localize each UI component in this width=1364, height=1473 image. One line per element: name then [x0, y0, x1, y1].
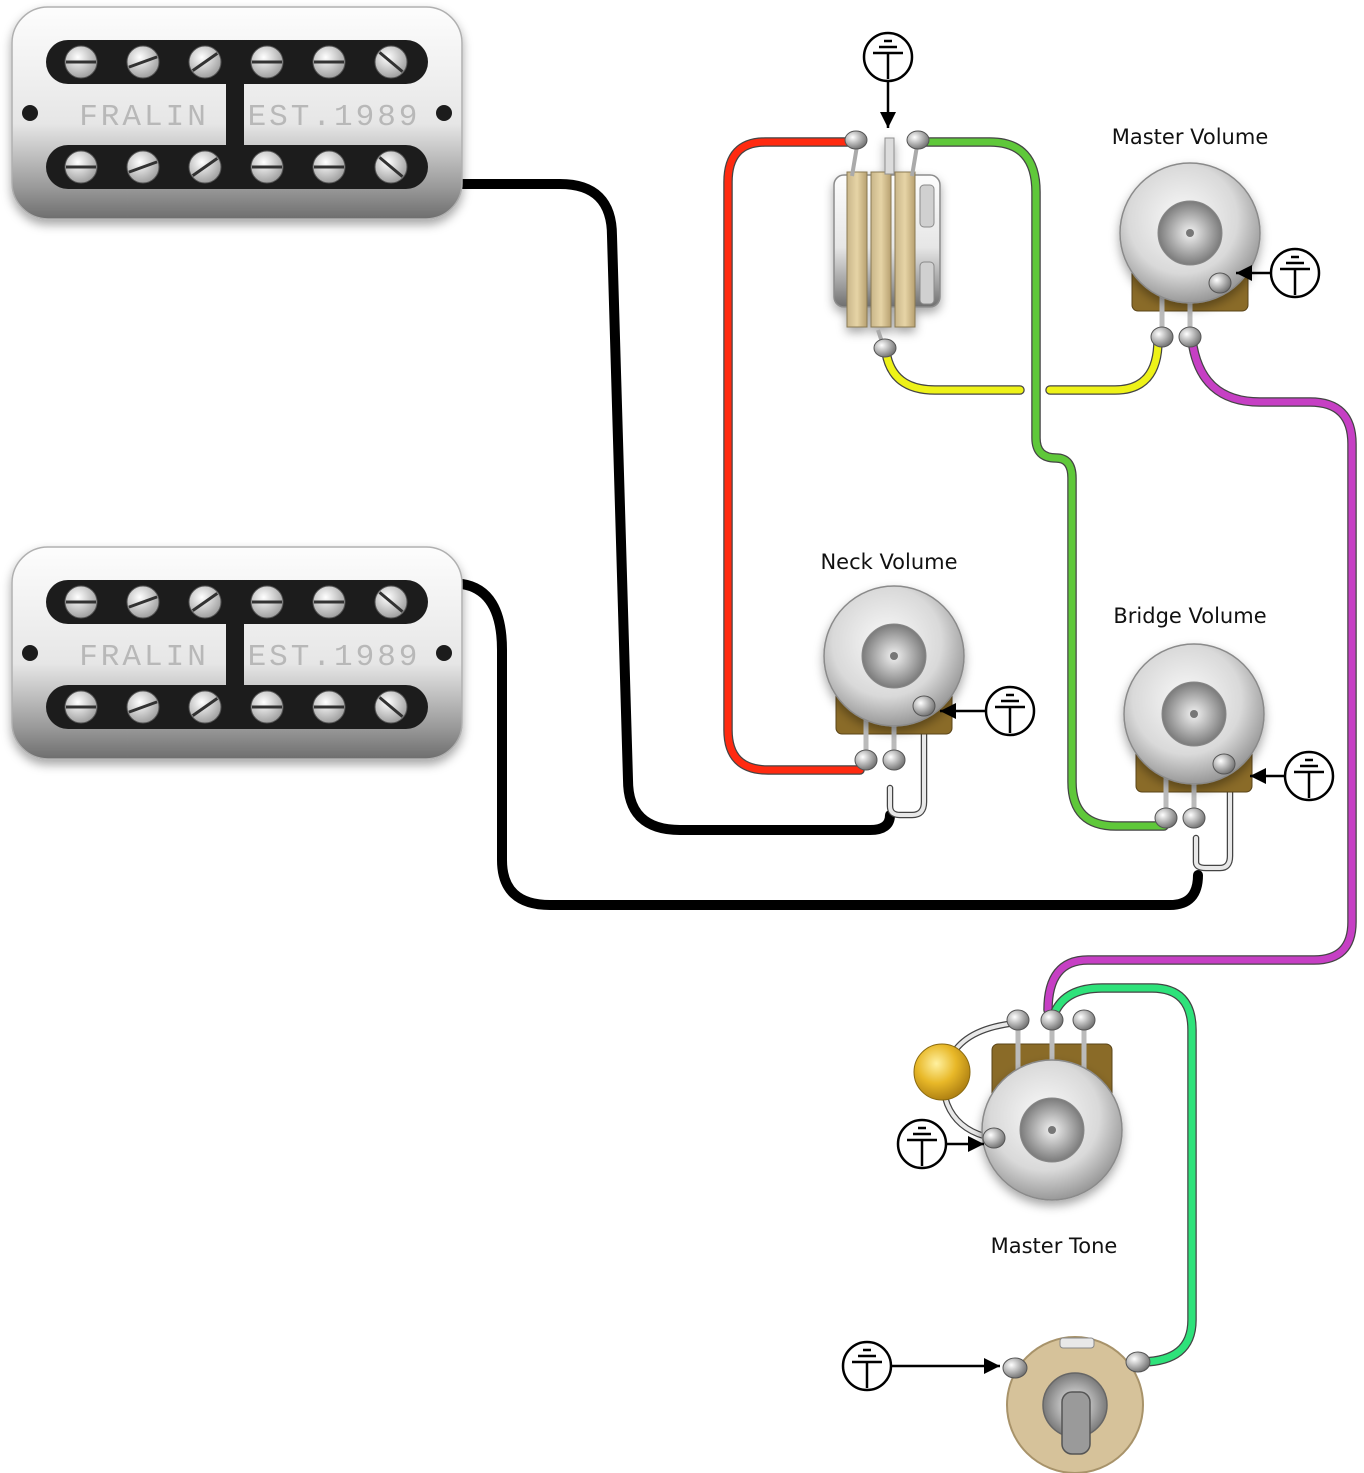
switch-lug-left	[844, 130, 868, 150]
pot-lug-2	[1178, 326, 1202, 348]
switch-lug-right	[906, 130, 930, 150]
ground-arrowhead	[968, 1136, 984, 1152]
pickup-bridge: FRALIN EST.1989	[11, 546, 463, 760]
output-jack-icon	[1002, 1336, 1151, 1473]
pole-piece-bar	[46, 580, 428, 624]
ground-arrowhead	[880, 112, 896, 128]
neck-volume-label: Neck Volume	[820, 550, 957, 574]
pole-screw-slot	[378, 696, 404, 718]
jack-top-tab	[1059, 1337, 1095, 1349]
pole-piece-bar	[46, 685, 428, 729]
mount-hole	[436, 105, 452, 121]
pickup-est-text: EST.1989	[248, 100, 421, 135]
master-volume-to-tone-wire	[1044, 336, 1356, 1014]
pickup-neck: FRALIN EST.1989	[11, 6, 463, 220]
neck-pickup-hot-wire	[457, 179, 895, 835]
mount-hole	[436, 645, 452, 661]
neck-volume-jumper-wire	[888, 712, 926, 817]
pole-screw-slot	[128, 55, 158, 69]
pot-lug-1	[1154, 807, 1178, 829]
pot-lug	[1072, 1009, 1096, 1031]
pole-piece-bar	[46, 40, 428, 84]
pot-lug-2	[882, 749, 906, 771]
pole-screw-slot	[378, 51, 404, 73]
switch-stack-mid	[870, 171, 892, 328]
bridge-volume-jumper-wire	[1194, 766, 1232, 870]
switch-to-master-volume-wire	[882, 348, 1024, 394]
pot-center	[1186, 229, 1194, 237]
wires	[457, 137, 1357, 1367]
pole-screw-slot	[191, 592, 219, 612]
master-tone-pot	[981, 1009, 1123, 1201]
pole-piece-bar	[46, 145, 428, 189]
switch-to-neck-volume-wire	[724, 138, 864, 774]
ground-symbol-icon	[896, 1118, 984, 1170]
pole-screw-slot	[191, 52, 219, 72]
pot-center	[1048, 1126, 1056, 1134]
switch-tip-right	[919, 261, 935, 305]
ground-symbol-icon	[940, 685, 1036, 737]
mount-hole	[22, 105, 38, 121]
jack-sleeve-spring	[1061, 1391, 1091, 1455]
tone-to-jack-wire	[1051, 984, 1196, 1366]
switch-stack-left	[846, 171, 868, 328]
mount-hole	[22, 645, 38, 661]
ground-arrowhead	[984, 1358, 1000, 1374]
switch-stack-right	[894, 171, 916, 328]
pole-screw-slot	[128, 595, 158, 609]
pot-lug	[1040, 1009, 1064, 1031]
pole-screw-slot	[191, 157, 219, 177]
pole-screw-slot	[128, 160, 158, 174]
pot-ground-lug	[1212, 753, 1236, 775]
pole-screw-slot	[128, 700, 158, 714]
pot-lug	[1006, 1009, 1030, 1031]
pot-ground-lug	[1208, 272, 1232, 294]
potentiometers	[823, 162, 1265, 1201]
capacitor-icon	[913, 1043, 971, 1101]
ground-arrowhead	[1236, 265, 1252, 281]
ground-arrowhead	[1250, 768, 1266, 784]
ground-symbol-icon	[841, 1340, 1000, 1392]
switch-lugs	[844, 130, 930, 358]
pot-center	[890, 652, 898, 660]
master-volume-pot	[1119, 162, 1261, 348]
pole-screw-slot	[191, 697, 219, 717]
switch-lug-bottom	[873, 338, 897, 358]
switch-tip-left	[919, 184, 935, 228]
bridge-volume-label: Bridge Volume	[1113, 604, 1266, 628]
pot-lug-2	[1182, 807, 1206, 829]
pot-ground-lug	[982, 1127, 1006, 1149]
pot-lug-1	[1150, 326, 1174, 348]
pickup-divider	[226, 622, 244, 688]
ground-symbol-icon	[1250, 750, 1335, 802]
jack-tip-lug	[1125, 1351, 1151, 1373]
ground-symbol-icon	[1236, 247, 1321, 299]
pole-screw-slot	[378, 156, 404, 178]
jack-sleeve-lug	[1002, 1357, 1028, 1379]
ground-symbol-icon	[862, 31, 914, 128]
toggle-switch-icon	[833, 137, 941, 328]
master-tone-label: Master Tone	[991, 1234, 1118, 1258]
switch-blade	[884, 137, 895, 175]
bridge-pickup-hot-wire	[457, 579, 1203, 910]
pickup-brand-text: FRALIN	[79, 640, 209, 675]
pickup-divider	[226, 82, 244, 148]
neck-volume-pot	[823, 585, 965, 771]
bridge-volume-pot	[1123, 643, 1265, 829]
switch-to-bridge-volume-wire	[914, 138, 1168, 830]
pickup-est-text: EST.1989	[248, 640, 421, 675]
pot-ground-lug	[912, 695, 936, 717]
pot-center	[1190, 710, 1198, 718]
ground-arrowhead	[940, 703, 956, 719]
pickup-brand-text: FRALIN	[79, 100, 209, 135]
switch-to-master-volume-wire-b	[1046, 336, 1162, 394]
master-volume-label: Master Volume	[1112, 125, 1269, 149]
pot-lug-1	[854, 749, 878, 771]
pole-screw-slot	[378, 591, 404, 613]
ground-symbols	[841, 31, 1335, 1392]
